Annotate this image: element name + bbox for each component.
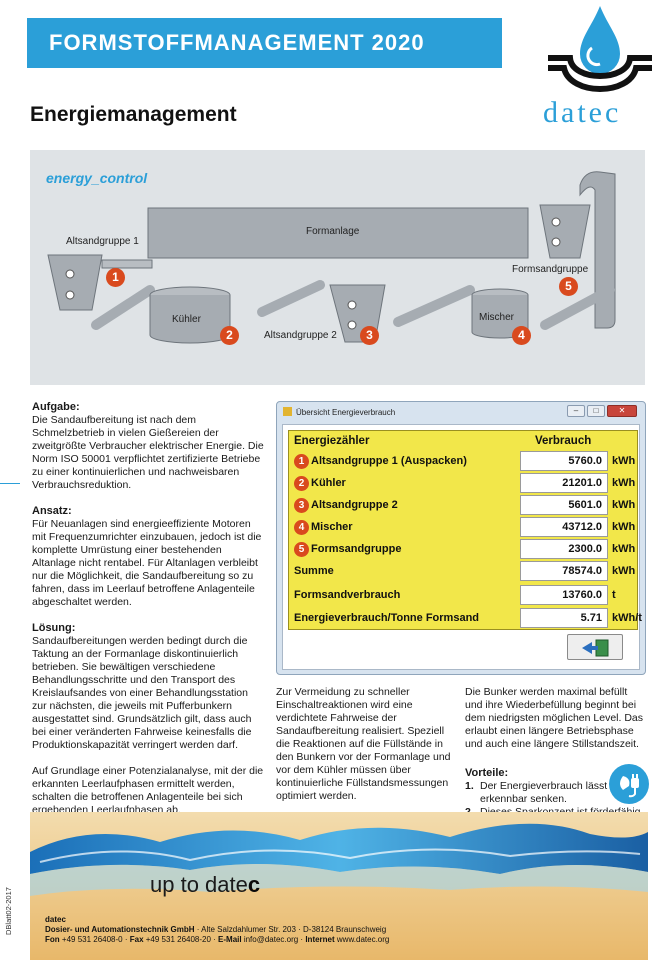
label-altsandgruppe1: Altsandgruppe 1 <box>66 236 139 247</box>
energy-overview-window: Übersicht Energieverbrauch – □ ✕ Energie… <box>276 401 646 675</box>
row-marker: 1 <box>294 453 309 469</box>
maximize-button[interactable]: □ <box>587 405 605 417</box>
water-sand-image <box>30 812 648 960</box>
marker-4: 4 <box>512 326 531 345</box>
marker-2: 2 <box>220 326 239 345</box>
banner-title: FORMSTOFFMANAGEMENT 2020 <box>27 18 502 68</box>
row-name: Mischer <box>311 521 353 533</box>
vorteile-heading: Vorteile: <box>465 767 509 779</box>
summe-label: Summe <box>294 565 334 577</box>
row-name: Altsandgruppe 1 (Auspacken) <box>311 455 467 467</box>
loesung-heading: Lösung: <box>32 622 76 634</box>
logo-text: datec <box>543 96 622 129</box>
row-value: 5601.0 <box>520 495 608 515</box>
datec-logo-icon <box>548 6 652 92</box>
row-value: 21201.0 <box>520 473 608 493</box>
row-marker: 2 <box>294 475 309 491</box>
formsand-value: 13760.0 <box>520 585 608 605</box>
exit-button[interactable] <box>567 634 623 660</box>
document-code: DBlatt02-2017 <box>4 887 13 935</box>
row-name: Altsandgruppe 2 <box>311 499 398 511</box>
row-unit: kWh <box>612 499 636 511</box>
row-unit: kWh <box>612 521 636 533</box>
margin-rule <box>0 483 20 484</box>
aufgabe-heading: Aufgabe: <box>32 401 80 413</box>
phone: +49 531 26408-0 · <box>59 935 130 944</box>
ansatz-body: Für Neuanlagen sind energieeffiziente Mo… <box>32 518 262 608</box>
marker-3: 3 <box>360 326 379 345</box>
row-value: 5760.0 <box>520 451 608 471</box>
energy-control-diagram: energy_control Altsandgruppe 1 Formanlag… <box>30 150 645 385</box>
row-unit: kWh <box>612 477 636 489</box>
slogan: up to datec <box>150 872 261 897</box>
per-ton-row: Energieverbrauch/Tonne Formsand 5.71 kWh… <box>289 608 642 629</box>
middle-column: Zur Vermeidung zu schneller Einschaltrea… <box>276 686 452 816</box>
summe-unit: kWh <box>612 565 636 577</box>
plant-schematic <box>47 171 616 344</box>
diagram-title: energy_control <box>46 170 148 186</box>
table-header: Energiezähler Verbrauch <box>289 431 639 452</box>
label-kuehler: Kühler <box>172 314 201 325</box>
company-name: datec <box>45 915 66 924</box>
app-icon <box>283 407 292 416</box>
formsand-unit: t <box>612 589 616 601</box>
summe-row: Summe 78574.0 kWh <box>289 561 639 582</box>
company-footer: datec Dosier- und Automationstechnik Gmb… <box>45 915 390 944</box>
per-ton-value: 5.71 <box>520 608 608 628</box>
aufgabe-body: Die Sandaufbereitung ist nach dem Schmel… <box>32 414 264 491</box>
label-formsandgruppe: Formsandgruppe <box>512 264 589 275</box>
company-address: · Alte Salzdahlumer Str. 203 · D-38124 B… <box>194 925 387 934</box>
col-header-energiezaehler: Energiezähler <box>294 435 370 447</box>
per-ton-label: Energieverbrauch/Tonne Formsand <box>294 612 480 624</box>
row-name: Kühler <box>311 477 346 489</box>
left-column: Aufgabe: Die Sandaufbereitung ist nach d… <box>32 401 264 830</box>
row-marker: 4 <box>294 519 309 535</box>
window-controls: – □ ✕ <box>567 405 637 417</box>
right-body: Die Bunker werden maximal befüllt und ih… <box>465 686 644 750</box>
row-unit: kWh <box>612 543 636 555</box>
close-button[interactable]: ✕ <box>607 405 637 417</box>
loesung-body-2: Auf Grundlage einer Potenzialanalyse, mi… <box>32 765 264 816</box>
email-link[interactable]: info@datec.org · <box>241 935 306 944</box>
formsand-label: Formsandverbrauch <box>294 589 401 601</box>
row-value: 2300.0 <box>520 539 608 559</box>
row-name: Formsandgruppe <box>311 543 402 555</box>
window-title: Übersicht Energieverbrauch <box>283 407 395 417</box>
plug-leaf-icon <box>609 764 649 804</box>
minimize-button[interactable]: – <box>567 405 585 417</box>
formsand-row: Formsandverbrauch 13760.0 t <box>289 585 639 606</box>
row-marker: 5 <box>294 541 309 557</box>
mid-body: Zur Vermeidung zu schneller Einschaltrea… <box>276 686 451 802</box>
loesung-body: Sandaufbereitungen werden bedingt durch … <box>32 635 252 751</box>
label-altsandgruppe2: Altsandgruppe 2 <box>264 330 337 341</box>
summe-value: 78574.0 <box>520 561 608 581</box>
marker-1: 1 <box>106 268 125 287</box>
label-formanlage: Formanlage <box>306 226 360 237</box>
row-unit: kWh <box>612 455 636 467</box>
label-mischer: Mischer <box>479 312 515 323</box>
row-value: 43712.0 <box>520 517 608 537</box>
marker-5: 5 <box>559 277 578 296</box>
list-item: 1.Der Energieverbrauch lässt sich erkenn… <box>465 780 629 805</box>
row-marker: 3 <box>294 497 309 513</box>
exit-door-icon <box>582 639 609 657</box>
fax: +49 531 26408-20 · <box>143 935 219 944</box>
company-full-name: Dosier- und Automationstechnik GmbH <box>45 925 195 934</box>
col-header-verbrauch: Verbrauch <box>535 435 592 447</box>
per-ton-unit: kWh/t <box>612 612 642 624</box>
page-title: Energiemanagement <box>30 103 237 126</box>
right-column: Die Bunker werden maximal befüllt und ih… <box>465 686 645 764</box>
website-link[interactable]: www.datec.org <box>334 935 390 944</box>
ansatz-heading: Ansatz: <box>32 505 72 517</box>
